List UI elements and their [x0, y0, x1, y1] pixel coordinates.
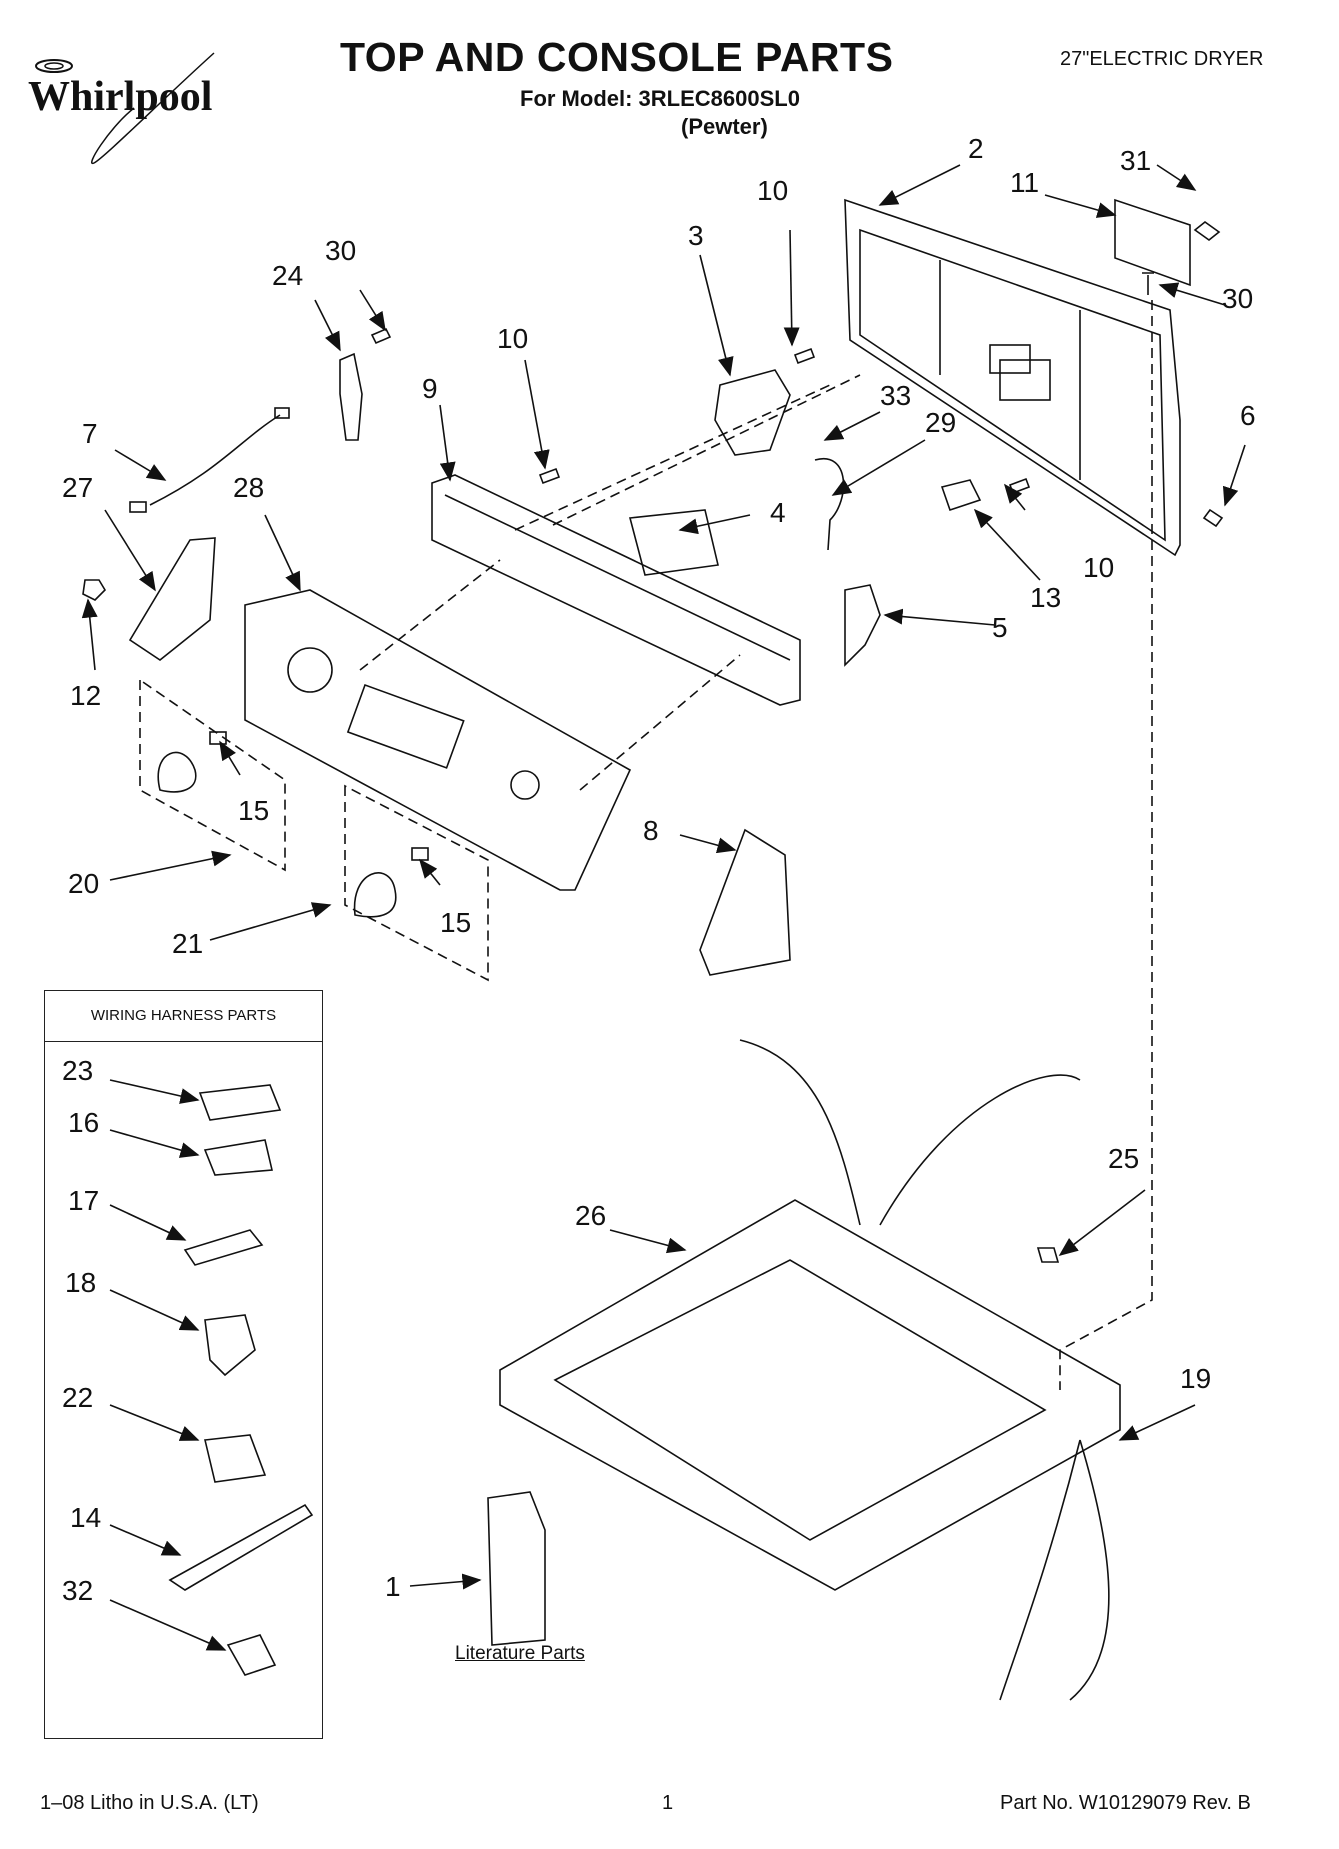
screw-part-6 — [1202, 508, 1224, 528]
callout-2: 2 — [968, 133, 984, 164]
part-22 — [339, 352, 363, 441]
callout-10-right: 10 — [1083, 552, 1114, 583]
callout-10-mid: 10 — [497, 323, 528, 354]
callout-29: 29 — [925, 407, 956, 438]
callout-28: 28 — [233, 472, 264, 503]
footer-part-number: Part No. W10129079 Rev. B — [1000, 1792, 1251, 1814]
part-27 — [198, 1084, 282, 1121]
part-16 — [203, 1139, 273, 1176]
knob-part-20 — [157, 751, 197, 793]
clip-part-15-b — [411, 847, 429, 861]
callout-1: 1 — [385, 1571, 401, 1602]
callout-3: 3 — [688, 220, 704, 251]
callout-27: 23 — [62, 1055, 93, 1086]
part-32 — [226, 1634, 277, 1676]
callout-16: 16 — [68, 1107, 99, 1138]
callout-30-right: 30 — [1222, 283, 1253, 314]
callout-23: 25 — [1108, 1143, 1139, 1174]
console-bracket-part-9 — [431, 474, 801, 706]
callout-32: 32 — [62, 1575, 93, 1606]
literature-part-1 — [487, 1491, 546, 1646]
part-13 — [940, 479, 982, 512]
part-14 — [168, 1503, 314, 1591]
part-25 — [204, 1434, 267, 1483]
screw-part-10-b — [793, 347, 816, 365]
wire-part-29 — [814, 457, 845, 551]
callout-4: 4 — [770, 497, 786, 528]
part-5 — [844, 584, 881, 667]
model-number: For Model: 3RLEC8600SL0 — [520, 86, 800, 111]
page-title: TOP AND CONSOLE PARTS — [340, 34, 894, 80]
part-23 — [1036, 1247, 1060, 1263]
callout-22: 24 — [272, 260, 303, 291]
callout-9: 9 — [422, 373, 438, 404]
callout-17: 17 — [68, 1185, 99, 1216]
callout-15-b: 15 — [440, 907, 471, 938]
callout-5: 5 — [992, 612, 1008, 643]
end-cap-part-8 — [699, 828, 791, 976]
screw-part-12 — [82, 579, 107, 601]
bracket-part-11 — [1114, 198, 1191, 287]
callout-12: 12 — [70, 680, 101, 711]
harness-part-19 — [739, 1039, 1110, 1701]
callout-25: 22 — [62, 1382, 93, 1413]
screw-part-10-a — [538, 467, 561, 485]
callout-6: 6 — [1240, 400, 1256, 431]
product-type: 27"ELECTRIC DRYER — [1060, 48, 1264, 70]
switch-part-3 — [714, 369, 791, 456]
callout-11: 11 — [1010, 167, 1039, 198]
wiring-harness-title: WIRING HARNESS PARTS — [44, 990, 323, 1042]
footer-litho: 1–08 Litho in U.S.A. (LT) — [40, 1792, 259, 1814]
whirlpool-logo: Whirlpool — [28, 52, 215, 164]
callout-20: 20 — [68, 868, 99, 899]
wire-part-7 — [149, 414, 281, 506]
screw-part-30-right — [1142, 272, 1154, 295]
rear-panel-part-2 — [844, 198, 1181, 557]
callout-13: 13 — [1030, 582, 1061, 613]
callout-26: 27 — [62, 472, 93, 503]
part-18 — [204, 1314, 256, 1377]
callout-33: 33 — [880, 380, 911, 411]
console-panel-part-28 — [244, 589, 632, 891]
callout-14: 14 — [70, 1502, 101, 1533]
model-color: (Pewter) — [681, 114, 768, 139]
callout-18: 18 — [65, 1267, 96, 1298]
callout-21: 21 — [172, 928, 203, 959]
part-17 — [183, 1229, 264, 1266]
part-4 — [628, 509, 719, 576]
callout-7: 7 — [82, 418, 98, 449]
callout-10-top: 10 — [757, 175, 788, 206]
callout-31: 31 — [1120, 145, 1151, 176]
knob-part-21 — [353, 872, 397, 918]
end-bracket-part-26 — [128, 537, 216, 661]
wiring-harness-box — [44, 990, 323, 1739]
callout-19: 19 — [1180, 1363, 1211, 1394]
screw-part-31 — [1193, 220, 1221, 242]
literature-parts-label: Literature Parts — [455, 1643, 585, 1664]
screw-part-10-c — [1008, 477, 1031, 495]
callout-30-left: 30 — [325, 235, 356, 266]
clip-part-15-a — [209, 731, 227, 745]
screw-part-30-left — [370, 327, 392, 345]
cabinet-top-part-24 — [499, 1199, 1121, 1591]
svg-text:Whirlpool: Whirlpool — [28, 74, 212, 120]
callout-15-a: 15 — [238, 795, 269, 826]
callout-24: 26 — [575, 1200, 606, 1231]
callout-8: 8 — [643, 815, 659, 846]
footer-page-number: 1 — [662, 1792, 674, 1814]
